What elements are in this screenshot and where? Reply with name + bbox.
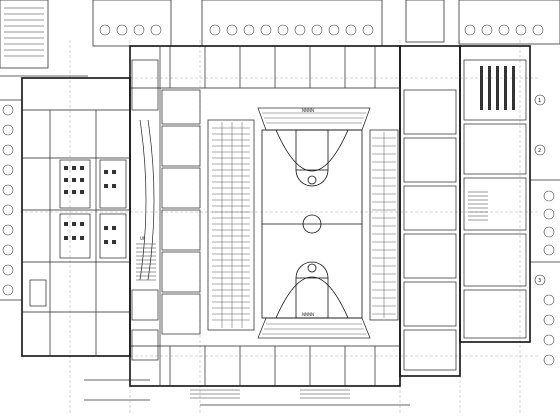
east-seating xyxy=(369,129,399,321)
left-wing-rooms xyxy=(22,109,130,356)
grid-label-1: 1 xyxy=(538,98,541,104)
north-seating xyxy=(257,107,371,131)
west-seating xyxy=(207,119,255,331)
court-label-top: NNNN xyxy=(302,108,314,113)
basketball-court xyxy=(261,129,363,319)
left-wing-fixtures xyxy=(64,166,116,244)
building-outline xyxy=(21,45,531,387)
tree-row-right xyxy=(543,190,555,366)
top-left-stairs xyxy=(4,7,44,57)
grid-label-2: 2 xyxy=(538,148,541,154)
west-lobby xyxy=(131,46,161,386)
tree-row-top xyxy=(99,24,544,36)
south-entrance-steps xyxy=(190,389,350,399)
tree-row-left xyxy=(2,104,14,296)
south-room-strip xyxy=(130,345,400,386)
arena-west-rooms xyxy=(161,89,201,335)
east-stair xyxy=(468,191,488,221)
east-wing-fixtures xyxy=(480,66,515,110)
grid-markers-right xyxy=(534,94,546,286)
stair-label: UP xyxy=(140,236,146,241)
east-wing-rooms xyxy=(403,59,527,371)
west-stair xyxy=(136,243,156,281)
north-room-strip xyxy=(130,46,400,89)
court-label-bottom: NNNN xyxy=(302,312,314,317)
grid-label-3: 3 xyxy=(538,278,541,284)
